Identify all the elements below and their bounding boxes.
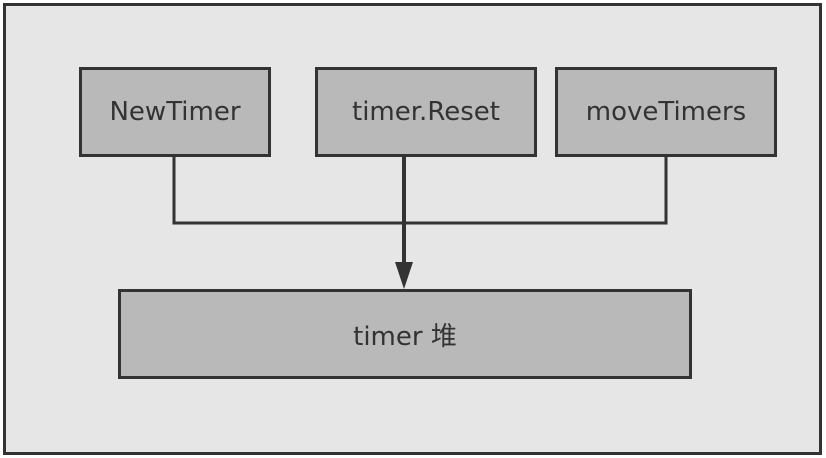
node-movetimers: moveTimers <box>555 67 777 157</box>
node-timer-reset-label: timer.Reset <box>352 97 500 127</box>
node-timer-heap-label: timer 堆 <box>353 321 457 352</box>
node-newtimer: NewTimer <box>79 67 271 157</box>
node-timer-reset: timer.Reset <box>315 67 537 157</box>
node-timer-heap: timer 堆 <box>118 289 692 379</box>
node-newtimer-label: NewTimer <box>109 97 241 127</box>
node-movetimers-label: moveTimers <box>585 97 747 127</box>
arrowhead-down <box>395 262 413 289</box>
